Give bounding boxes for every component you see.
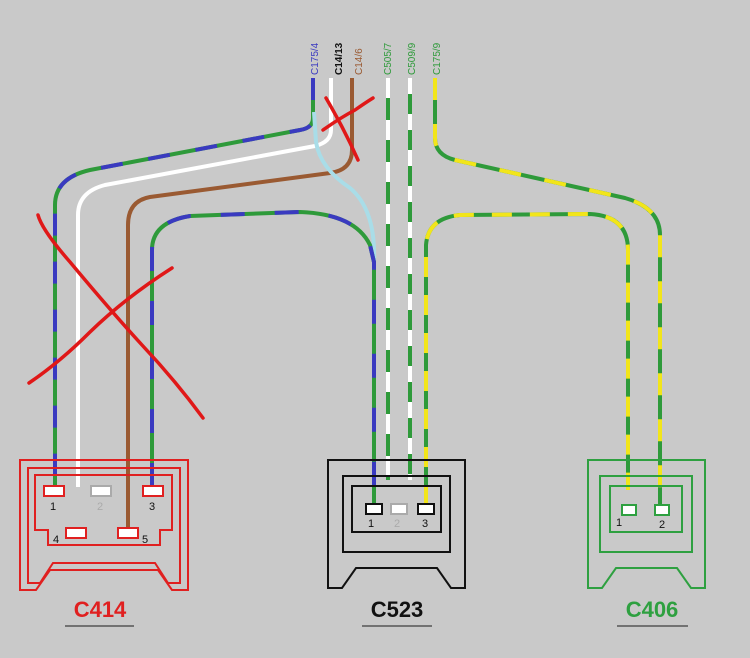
c523-pin-2 (390, 503, 408, 515)
c406-pin-2 (654, 504, 670, 516)
connector-c414-body (34, 474, 173, 546)
c406-pin-label-1: 1 (616, 517, 622, 529)
wire-label-c505-7: C505/7 (383, 42, 394, 75)
cross-out-large-stroke-2 (27, 266, 174, 385)
c414-pin-label-3: 3 (149, 501, 155, 513)
cross-out-large-stroke-1 (36, 213, 205, 420)
connector-c406-outline (587, 459, 706, 589)
c523-pin-label-1: 1 (368, 518, 374, 530)
wire-c414-pin3-to-c523-pin1 (150, 210, 376, 505)
c406-pin-label-2: 2 (659, 519, 665, 531)
wire-c523-pin3-to-c406-pin1 (424, 212, 630, 505)
c523-pin-label-2: 2 (394, 518, 400, 530)
c406-pin-labels: 1 2 (616, 517, 665, 531)
connector-c406-name: C406 (626, 597, 679, 622)
wire-light-blue-jumper (312, 111, 377, 263)
wire-label-c509-9: C509/9 (407, 42, 418, 75)
wire-label-c14-13: C14/13 (334, 42, 345, 75)
connector-c523-name: C523 (371, 597, 424, 622)
c523-pin-1 (365, 503, 383, 515)
wire-c175-9-to-c406-pin2 (433, 78, 662, 505)
wire-label-c175-9: C175/9 (432, 42, 443, 75)
connector-c406-inner (609, 485, 683, 533)
c414-pin-label-1: 1 (50, 501, 56, 513)
wire-label-c175-4: C175/4 (310, 42, 321, 75)
connector-c523-outline (327, 459, 466, 589)
c414-pin-label-5: 5 (142, 534, 148, 546)
c414-pin-label-4: 4 (53, 534, 59, 546)
wire-labels: C175/4 C14/13 C14/6 C505/7 C509/9 C175/9 (310, 42, 443, 75)
cross-out-small-stroke-2 (321, 96, 375, 132)
c523-pin-labels: 1 2 3 (368, 518, 428, 530)
c414-pin-5 (117, 527, 139, 539)
c414-pin-2 (90, 485, 112, 497)
connector-c406-body (599, 475, 693, 553)
connector-c406 (587, 459, 706, 589)
wire-c14-6-to-c414-pin5 (126, 78, 354, 528)
wire-c14-13-to-c414 (76, 78, 333, 487)
c414-pin-1 (43, 485, 65, 497)
cross-out-small-stroke-1 (324, 96, 360, 162)
connector-c523 (327, 459, 466, 589)
c414-pin-4 (65, 527, 87, 539)
c406-pin-1 (621, 504, 637, 516)
c523-pin-3 (417, 503, 435, 515)
connector-c414-inner (27, 467, 181, 584)
c414-pin-3 (142, 485, 164, 497)
wire-c175-4-to-c414-pin1 (53, 78, 315, 487)
cross-out-marks (27, 96, 375, 420)
connector-c523-inner (351, 485, 442, 533)
c523-pin-label-3: 3 (422, 518, 428, 530)
connector-c414-outline (19, 459, 189, 591)
connector-c523-body (342, 475, 451, 553)
connector-c414-name: C414 (74, 597, 127, 622)
c414-pin-label-2: 2 (97, 501, 103, 513)
wire-label-c14-6: C14/6 (354, 48, 365, 75)
c414-pin-labels: 1 2 3 4 5 (50, 501, 155, 546)
connector-c414 (19, 459, 189, 591)
